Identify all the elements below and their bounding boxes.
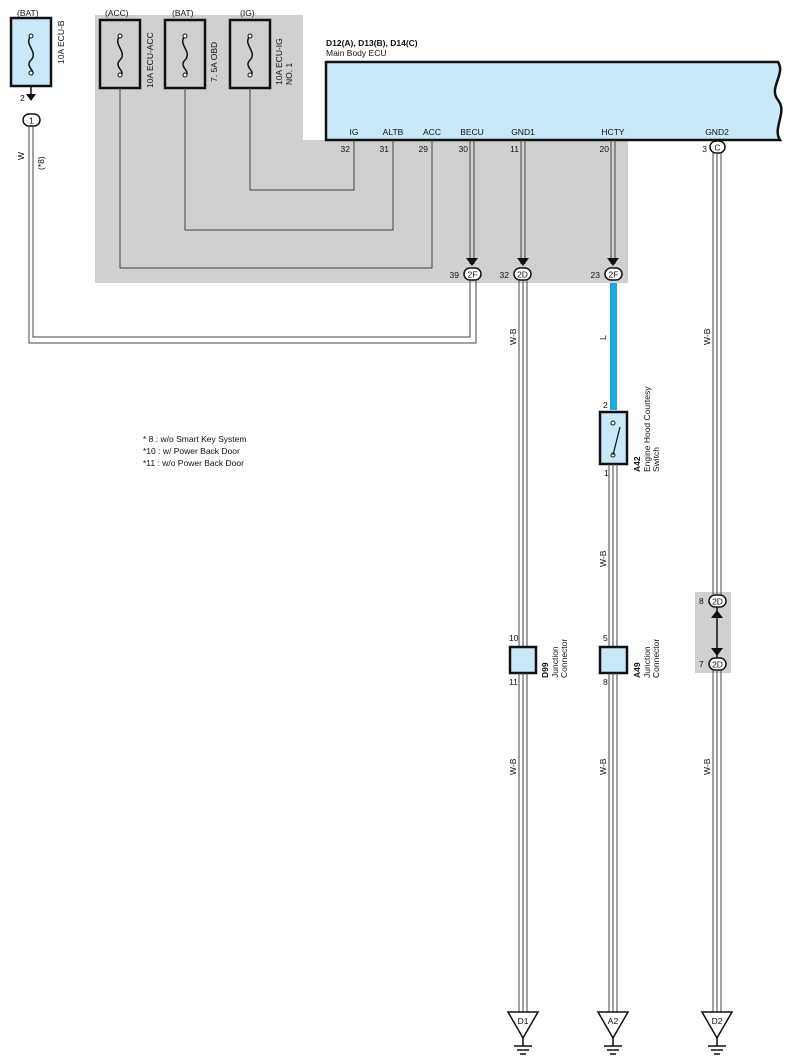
wire-gnd2-lower xyxy=(712,670,722,1012)
pin-altb-label: ALTB xyxy=(383,127,404,137)
connector-2d-32-id: 2D xyxy=(517,270,528,280)
fuse-ecu-acc-label: 10A ECU-ACC xyxy=(145,32,155,88)
connector-2d-8-id: 2D xyxy=(712,597,723,607)
ground-d1-label: D1 xyxy=(518,1016,529,1026)
wire-hcty-label-1: W-B xyxy=(598,550,608,567)
fuse-ecu-b-source: (BAT) xyxy=(17,8,39,18)
switch-name2: Switch xyxy=(651,447,661,472)
fuse-obd xyxy=(163,18,207,90)
pin-hcty-number: 20 xyxy=(600,144,610,154)
d99-pin-bottom: 11 xyxy=(509,677,518,687)
a49-name1: Junction xyxy=(642,646,652,678)
connector-2f-39-pin: 39 xyxy=(450,270,460,280)
wire-gnd1-label-1: W-B xyxy=(508,328,518,345)
connector-2d-32-pin: 32 xyxy=(500,270,510,280)
d99-name2: Connector xyxy=(559,639,569,678)
wire-hcty-mid xyxy=(608,464,618,647)
fuse-ecu-ig-source: (IG) xyxy=(240,8,255,18)
connector-2f-23-pin: 23 xyxy=(591,270,601,280)
connector-2f-23-id: 2F xyxy=(609,270,619,280)
wire-gnd1-upper xyxy=(520,140,526,264)
wire-w-inner xyxy=(32,126,471,338)
wire-gnd1-mid xyxy=(518,280,528,647)
junction-connector-a49 xyxy=(598,645,629,675)
junction-connector-d99 xyxy=(508,645,538,675)
fuse-ecu-ig xyxy=(228,18,272,90)
fuse-ecu-ig-label2: NO. 1 xyxy=(284,63,294,85)
fuse-ecu-acc-source: (ACC) xyxy=(105,8,129,18)
fuse-ecu-b xyxy=(9,16,53,88)
wire-w-outer xyxy=(28,126,477,344)
wire-becu xyxy=(469,140,475,264)
a49-pin-top: 5 xyxy=(603,633,608,643)
pin-becu-label: BECU xyxy=(460,127,484,137)
wire-gnd2-upper xyxy=(712,153,722,594)
switch-pin-top: 2 xyxy=(603,400,608,410)
wire-gnd2-label-1: W-B xyxy=(702,328,712,345)
fuse-ecu-acc xyxy=(98,18,142,90)
pin-ig-label: IG xyxy=(350,127,359,137)
legend-line-10: *10 : w/ Power Back Door xyxy=(143,446,240,456)
switch-code: A42 xyxy=(632,456,642,472)
wire-altb xyxy=(184,88,394,231)
connector-2f-39-id: 2F xyxy=(468,270,478,280)
fuse-obd-label: 7. 5A OBD xyxy=(209,42,219,82)
legend-line-11: *11 : w/o Power Back Door xyxy=(143,458,244,468)
pin-acc-label: ACC xyxy=(423,127,441,137)
pin-gnd2-number: 3 xyxy=(702,144,707,154)
d99-pin-top: 10 xyxy=(509,633,519,643)
wire-gnd1-lower xyxy=(518,673,528,1012)
pin-becu-number: 30 xyxy=(459,144,469,154)
switch-pin-bottom: 1 xyxy=(604,468,609,478)
splice-top-pin: 8 xyxy=(699,596,704,606)
wire-hcty-upper xyxy=(610,140,616,264)
wire-gnd2-label-2: W-B xyxy=(702,758,712,775)
ecu-title: D12(A), D13(B), D14(C) xyxy=(326,38,418,48)
switch-name1: Engine Hood Courtesy xyxy=(642,386,652,472)
a49-code: A49 xyxy=(632,662,642,678)
connector-2d-7-id: 2D xyxy=(712,660,723,670)
wire-hcty-label-2: W-B xyxy=(598,758,608,775)
a49-pin-bottom: 8 xyxy=(603,677,608,687)
legend-line-8: * 8 : w/o Smart Key System xyxy=(143,434,246,444)
connector-1-id: 1 xyxy=(29,116,34,126)
wire-l-label: L xyxy=(598,335,608,340)
fuse-obd-source: (BAT) xyxy=(172,8,194,18)
wire-hcty-lower xyxy=(608,673,618,1012)
connector-c-id: C xyxy=(714,143,720,153)
connector-1 xyxy=(22,113,41,127)
splice-bottom-pin: 7 xyxy=(699,659,704,669)
wire-acc xyxy=(119,88,433,269)
wire-w-label: W xyxy=(16,152,26,160)
pin-gnd1-number: 11 xyxy=(510,144,519,154)
pin-acc-number: 29 xyxy=(419,144,429,154)
pin-altb-number: 31 xyxy=(380,144,390,154)
ground-d1 xyxy=(506,1011,540,1055)
wire-ig xyxy=(249,88,355,191)
ecu-shaded-area xyxy=(95,15,628,283)
main-body-ecu xyxy=(324,60,783,142)
pin-gnd1-label: GND1 xyxy=(511,127,535,137)
connector-2f-39 xyxy=(463,267,482,281)
fuse-ecu-ig-label: 10A ECU-IG xyxy=(274,38,284,85)
fuse-b-pin: 2 xyxy=(20,93,25,103)
connector-2f-23 xyxy=(604,267,623,281)
ecu-name: Main Body ECU xyxy=(326,48,386,58)
pin-ig-number: 32 xyxy=(341,144,351,154)
pin-hcty-label: HCTY xyxy=(601,127,624,137)
ground-a2 xyxy=(596,1011,630,1055)
ground-d2-label: D2 xyxy=(712,1016,723,1026)
a49-name2: Connector xyxy=(651,639,661,678)
ground-d2 xyxy=(700,1011,734,1055)
wire-w-note: (*8) xyxy=(36,156,46,170)
wire-l-blue xyxy=(610,283,617,410)
d99-code: D99 xyxy=(540,662,550,678)
pin-gnd2-label: GND2 xyxy=(705,127,729,137)
d99-name1: Junction xyxy=(550,646,560,678)
ground-a2-label: A2 xyxy=(608,1016,619,1026)
wire-gnd1-label-2: W-B xyxy=(508,758,518,775)
fuse-ecu-b-label: 10A ECU-B xyxy=(56,20,66,64)
